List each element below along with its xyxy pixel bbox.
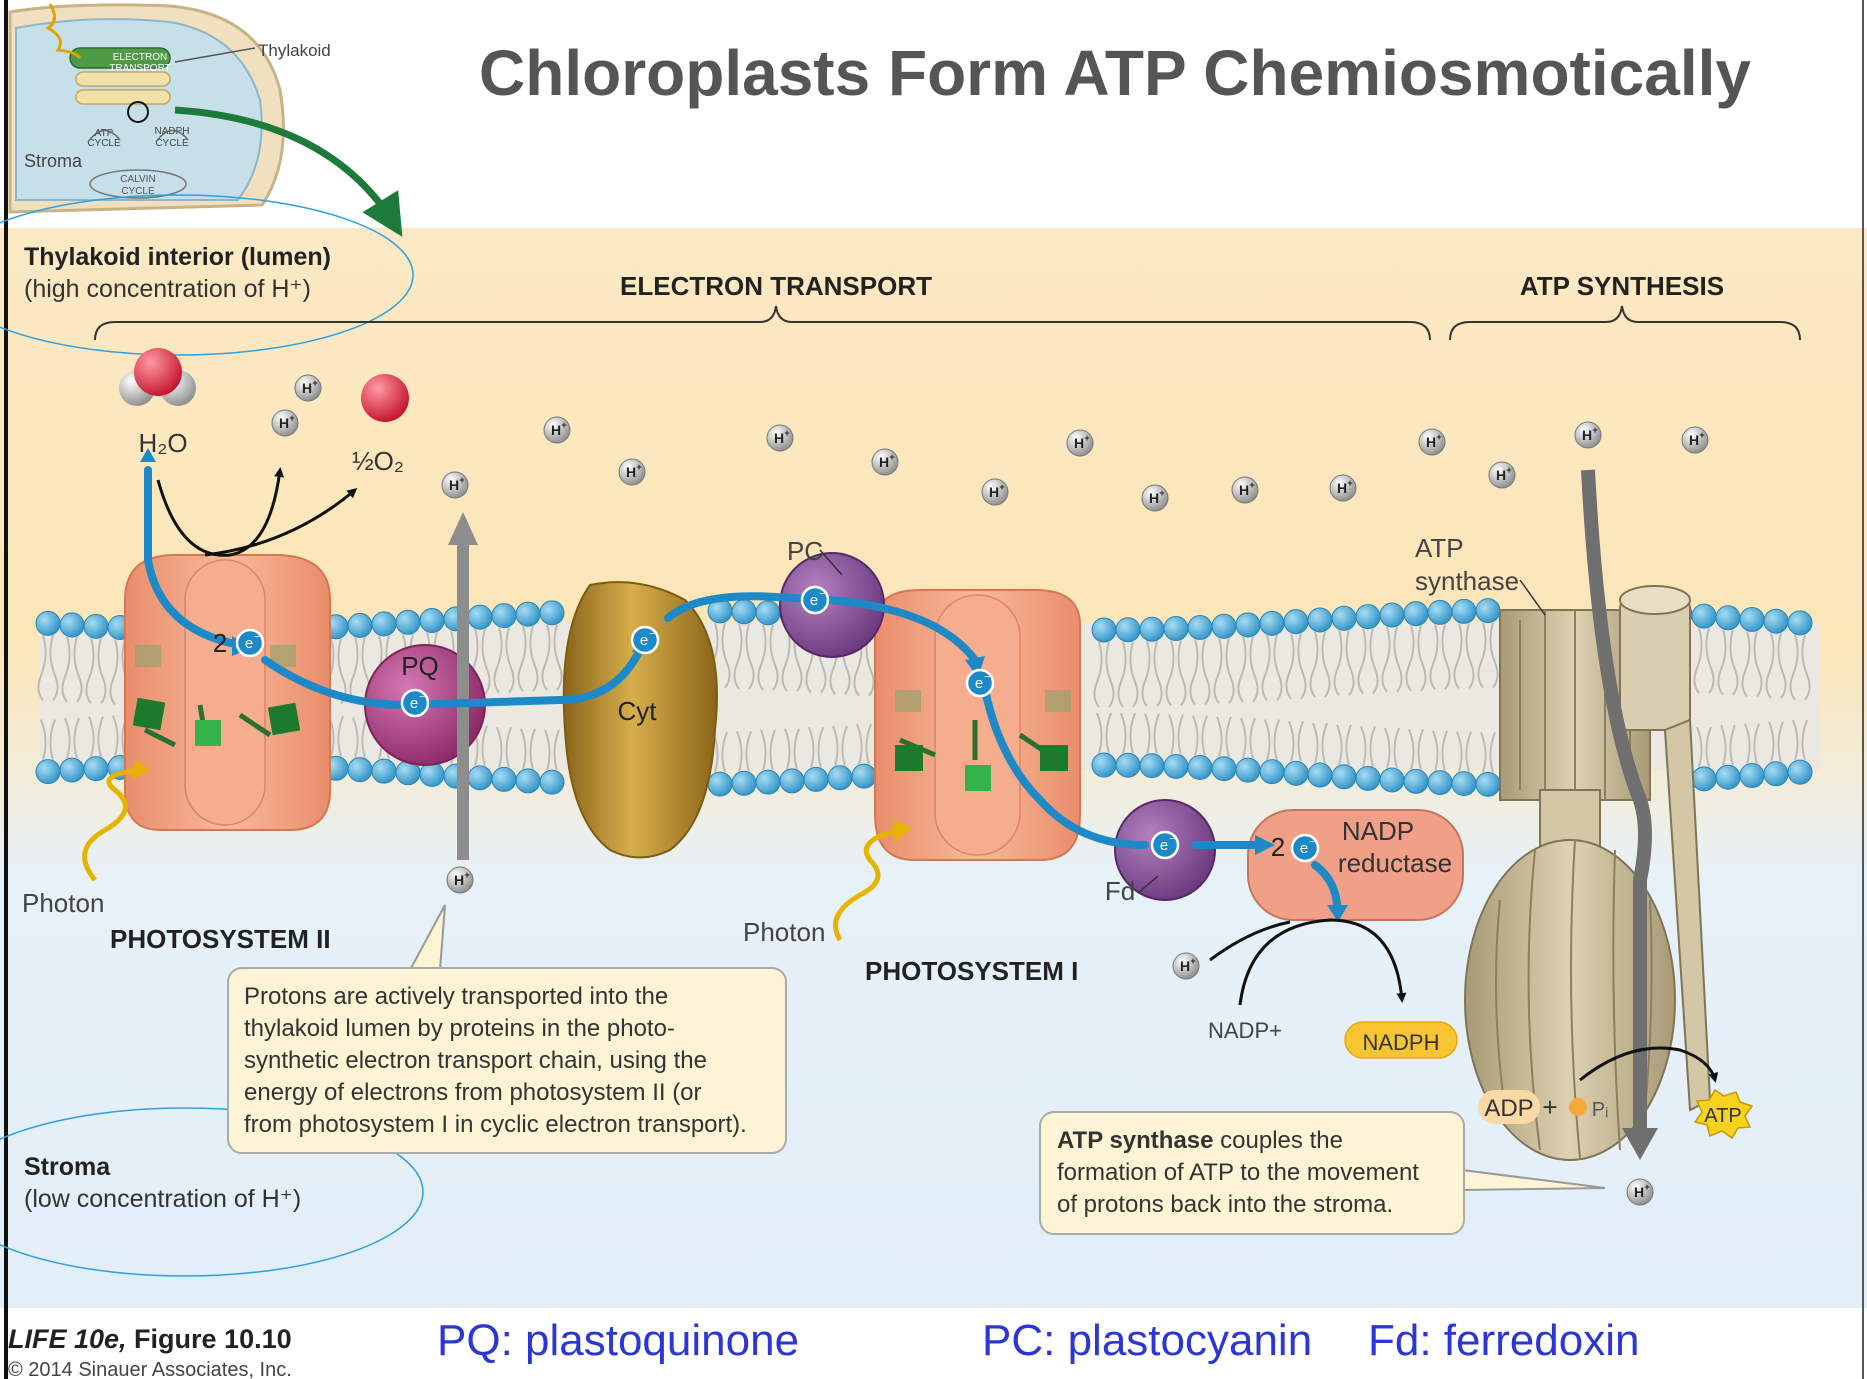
- stroma-title: Stroma: [24, 1153, 111, 1181]
- nadp-reductase-label-1: NADP: [1342, 816, 1414, 846]
- pq-label: PQ: [401, 651, 439, 681]
- proton-icon: [294, 374, 322, 402]
- pc-definition: PC: plastocyanin: [982, 1316, 1312, 1365]
- bracket-electron-transport: [94, 305, 1431, 341]
- callout-atp-line-2: formation of ATP to the movement: [1057, 1159, 1419, 1186]
- h2o-label: H₂O: [138, 428, 187, 458]
- callout-protons-line-5: from photosystem I in cyclic electron tr…: [244, 1111, 747, 1138]
- pi-label: Pᵢ: [1592, 1099, 1608, 1121]
- fd-label: Fd: [1105, 876, 1135, 906]
- lumen-title: Thylakoid interior (lumen): [24, 243, 331, 271]
- nadph-label: NADPH: [1362, 1030, 1439, 1055]
- proton-icon: [618, 458, 646, 486]
- nadph-badge: [1344, 1021, 1458, 1059]
- inset-atp-cycle-2: CYCLE: [87, 138, 121, 149]
- proton-icon: [1681, 426, 1709, 454]
- bracket-atp-synthesis: [1449, 305, 1801, 341]
- photon-label-ps1: Photon: [743, 917, 825, 947]
- inset-electron-transport-2: TRANSPORT: [109, 63, 171, 74]
- proton-icon: [543, 416, 571, 444]
- adp-badge: [1478, 1090, 1540, 1124]
- callout-atp-line-1: couples the: [1214, 1127, 1343, 1154]
- inset-atp-cycle-1: ATP: [95, 128, 114, 139]
- fd-definition: Fd: ferredoxin: [1368, 1316, 1639, 1365]
- inset-stroma-label: Stroma: [24, 151, 83, 171]
- inset-nadph-cycle-1: NADPH: [154, 126, 189, 137]
- inset-calvin-cycle-2: CYCLE: [121, 186, 155, 197]
- atp-synthase-label-2: synthase: [1415, 566, 1519, 596]
- lumen-subtitle: (high concentration of H⁺): [24, 275, 311, 303]
- proton-icon: [1574, 421, 1602, 449]
- proton-icon: [1231, 476, 1259, 504]
- figure-credit: LIFE 10e, Figure 10.10: [8, 1324, 292, 1354]
- section-electron-transport: ELECTRON TRANSPORT: [620, 271, 932, 301]
- photosystem-i-label: PHOTOSYSTEM I: [865, 956, 1078, 986]
- photosystem-ii-label: PHOTOSYSTEM II: [110, 924, 331, 954]
- inset-nadph-cycle-2: CYCLE: [155, 138, 189, 149]
- callout-atp-text: ATP synthase couples the formation of AT…: [1057, 1127, 1426, 1218]
- ps2-electron-count: 2: [213, 628, 227, 658]
- proton-icon: [446, 866, 474, 894]
- section-atp-synthesis: ATP SYNTHESIS: [1520, 271, 1724, 301]
- atp-starburst: [1693, 1088, 1754, 1140]
- nadp-electron-count: 2: [1271, 832, 1285, 862]
- callout-protons-box: [227, 967, 787, 1154]
- atp-label: ATP: [1704, 1105, 1741, 1127]
- oxygen-atom: [361, 374, 409, 422]
- proton-icon: [1141, 484, 1169, 512]
- phosphate-dot: [1569, 1098, 1587, 1116]
- adp-label: ADP: [1484, 1095, 1533, 1122]
- proton-icon: [1172, 952, 1200, 980]
- callout-protons-line-2: thylakoid lumen by proteins in the photo…: [244, 1015, 675, 1042]
- half-o2-label: ½O₂: [352, 446, 404, 476]
- proton-icon: [271, 409, 299, 437]
- cyt-label: Cyt: [618, 696, 658, 726]
- callout-atp-box: [1039, 1111, 1465, 1235]
- photosystem-ii-complex: [124, 554, 331, 831]
- water-molecule: [119, 348, 196, 406]
- figure-credit-rest: Figure 10.10: [127, 1324, 292, 1354]
- proton-icon: [1329, 474, 1357, 502]
- proton-icon: [1488, 461, 1516, 489]
- callout-protons-line-1: Protons are actively transported into th…: [244, 983, 668, 1010]
- proton-icon: [441, 471, 469, 499]
- annotation-ellipse-lumen: [0, 194, 414, 356]
- stroma-subtitle: (low concentration of H⁺): [24, 1185, 301, 1213]
- inset-chloroplast: ELECTRON TRANSPORT ATP CYCLE NADPH CYCLE…: [8, 3, 403, 237]
- callout-protons-pointer: [409, 904, 446, 971]
- proton-icon: [766, 424, 794, 452]
- callout-protons-line-3: synthetic electron transport chain, usin…: [244, 1047, 707, 1074]
- proton-icon: [1066, 429, 1094, 457]
- inset-thylakoid-label: Thylakoid: [258, 41, 331, 60]
- plus-sign: +: [1542, 1092, 1557, 1122]
- callout-atp-bold: ATP synthase: [1057, 1127, 1214, 1154]
- figure-credit-italic: LIFE 10e,: [8, 1324, 127, 1354]
- photon-label-ps2: Photon: [22, 888, 104, 918]
- proton-icon: [981, 478, 1009, 506]
- inset-electron-transport-1: ELECTRON: [113, 52, 167, 63]
- copyright-notice: © 2014 Sinauer Associates, Inc.: [8, 1359, 292, 1379]
- inset-calvin-cycle-1: CALVIN: [120, 174, 155, 185]
- cytochrome-complex: [562, 581, 718, 859]
- callout-protons-line-4: energy of electrons from photosystem II …: [244, 1079, 702, 1106]
- pq-definition: PQ: plastoquinone: [437, 1316, 799, 1365]
- callout-atp-pointer: [1461, 1169, 1606, 1191]
- photosystem-i-complex: [874, 589, 1081, 861]
- callout-protons-text: Protons are actively transported into th…: [244, 983, 747, 1138]
- page-title: Chloroplasts Form ATP Chemiosmotically: [479, 37, 1751, 109]
- proton-icon: [1418, 428, 1446, 456]
- annotation-ellipse-stroma: [0, 1107, 424, 1277]
- nadp-reductase-label-2: reductase: [1338, 848, 1452, 878]
- callout-atp-line-3: of protons back into the stroma.: [1057, 1191, 1393, 1218]
- atp-synthase-label-1: ATP: [1415, 533, 1464, 563]
- proton-icon: [1626, 1178, 1654, 1206]
- pc-label: PC: [787, 536, 823, 566]
- proton-icon: [871, 448, 899, 476]
- nadp-plus-label: NADP+: [1208, 1018, 1282, 1043]
